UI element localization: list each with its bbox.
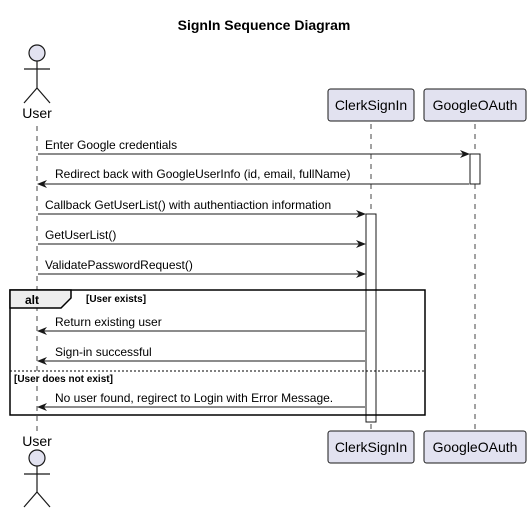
message-label: Sign-in successful	[55, 345, 152, 359]
message-label: ValidatePasswordRequest()	[45, 258, 193, 272]
actor-user-top: User	[22, 44, 52, 121]
message-validate-password-request: ValidatePasswordRequest()	[38, 258, 366, 278]
participant-clerksignin-top: ClerkSignIn	[327, 88, 415, 122]
actor-label-user-bottom: User	[22, 433, 52, 449]
alt-frame	[9, 289, 426, 416]
message-label: Callback GetUserList() with authentiacti…	[45, 198, 331, 212]
message-callback-getuserlist: Callback GetUserList() with authentiacti…	[38, 198, 366, 218]
participant-clerksignin-bottom: ClerkSignIn	[327, 430, 415, 464]
participant-label-googleoauth-top: GoogleOAuth	[433, 97, 518, 113]
message-label: Enter Google credentials	[45, 138, 177, 152]
message-label: GetUserList()	[45, 228, 116, 242]
actor-stick-figure-icon	[23, 44, 51, 104]
actor-user-bottom: User	[22, 433, 52, 508]
actor-label-user-top: User	[22, 105, 52, 121]
message-label: Redirect back with GoogleUserInfo (id, e…	[55, 167, 350, 181]
message-return-existing-user: Return existing user	[37, 315, 365, 335]
message-no-user-found: No user found, regirect to Login with Er…	[37, 391, 365, 411]
message-sign-in-successful: Sign-in successful	[37, 345, 365, 365]
alt-fragment: alt [User exists] [User does not exist]	[9, 289, 426, 416]
alt-condition-user-not-exists: [User does not exist]	[14, 374, 113, 385]
participant-googleoauth-bottom: GoogleOAuth	[423, 430, 527, 464]
message-enter-google-credentials: Enter Google credentials	[38, 138, 470, 158]
alt-keyword: alt	[25, 293, 39, 307]
participant-label-clerksignin-bottom: ClerkSignIn	[335, 439, 407, 455]
activation-clerksignin	[365, 213, 377, 423]
message-label: No user found, regirect to Login with Er…	[55, 391, 333, 405]
message-getuserlist: GetUserList()	[38, 228, 366, 248]
alt-condition-user-exists: [User exists]	[86, 294, 146, 305]
message-label: Return existing user	[55, 315, 162, 329]
message-redirect-back: Redirect back with GoogleUserInfo (id, e…	[37, 167, 469, 188]
diagram-title: SignIn Sequence Diagram	[178, 17, 351, 33]
participant-googleoauth-top: GoogleOAuth	[423, 88, 527, 122]
activation-googleoauth	[469, 153, 481, 185]
alt-keyword-tab	[9, 289, 72, 309]
actor-stick-figure-icon	[23, 449, 51, 508]
participant-label-clerksignin-top: ClerkSignIn	[335, 97, 407, 113]
participant-label-googleoauth-bottom: GoogleOAuth	[433, 439, 518, 455]
